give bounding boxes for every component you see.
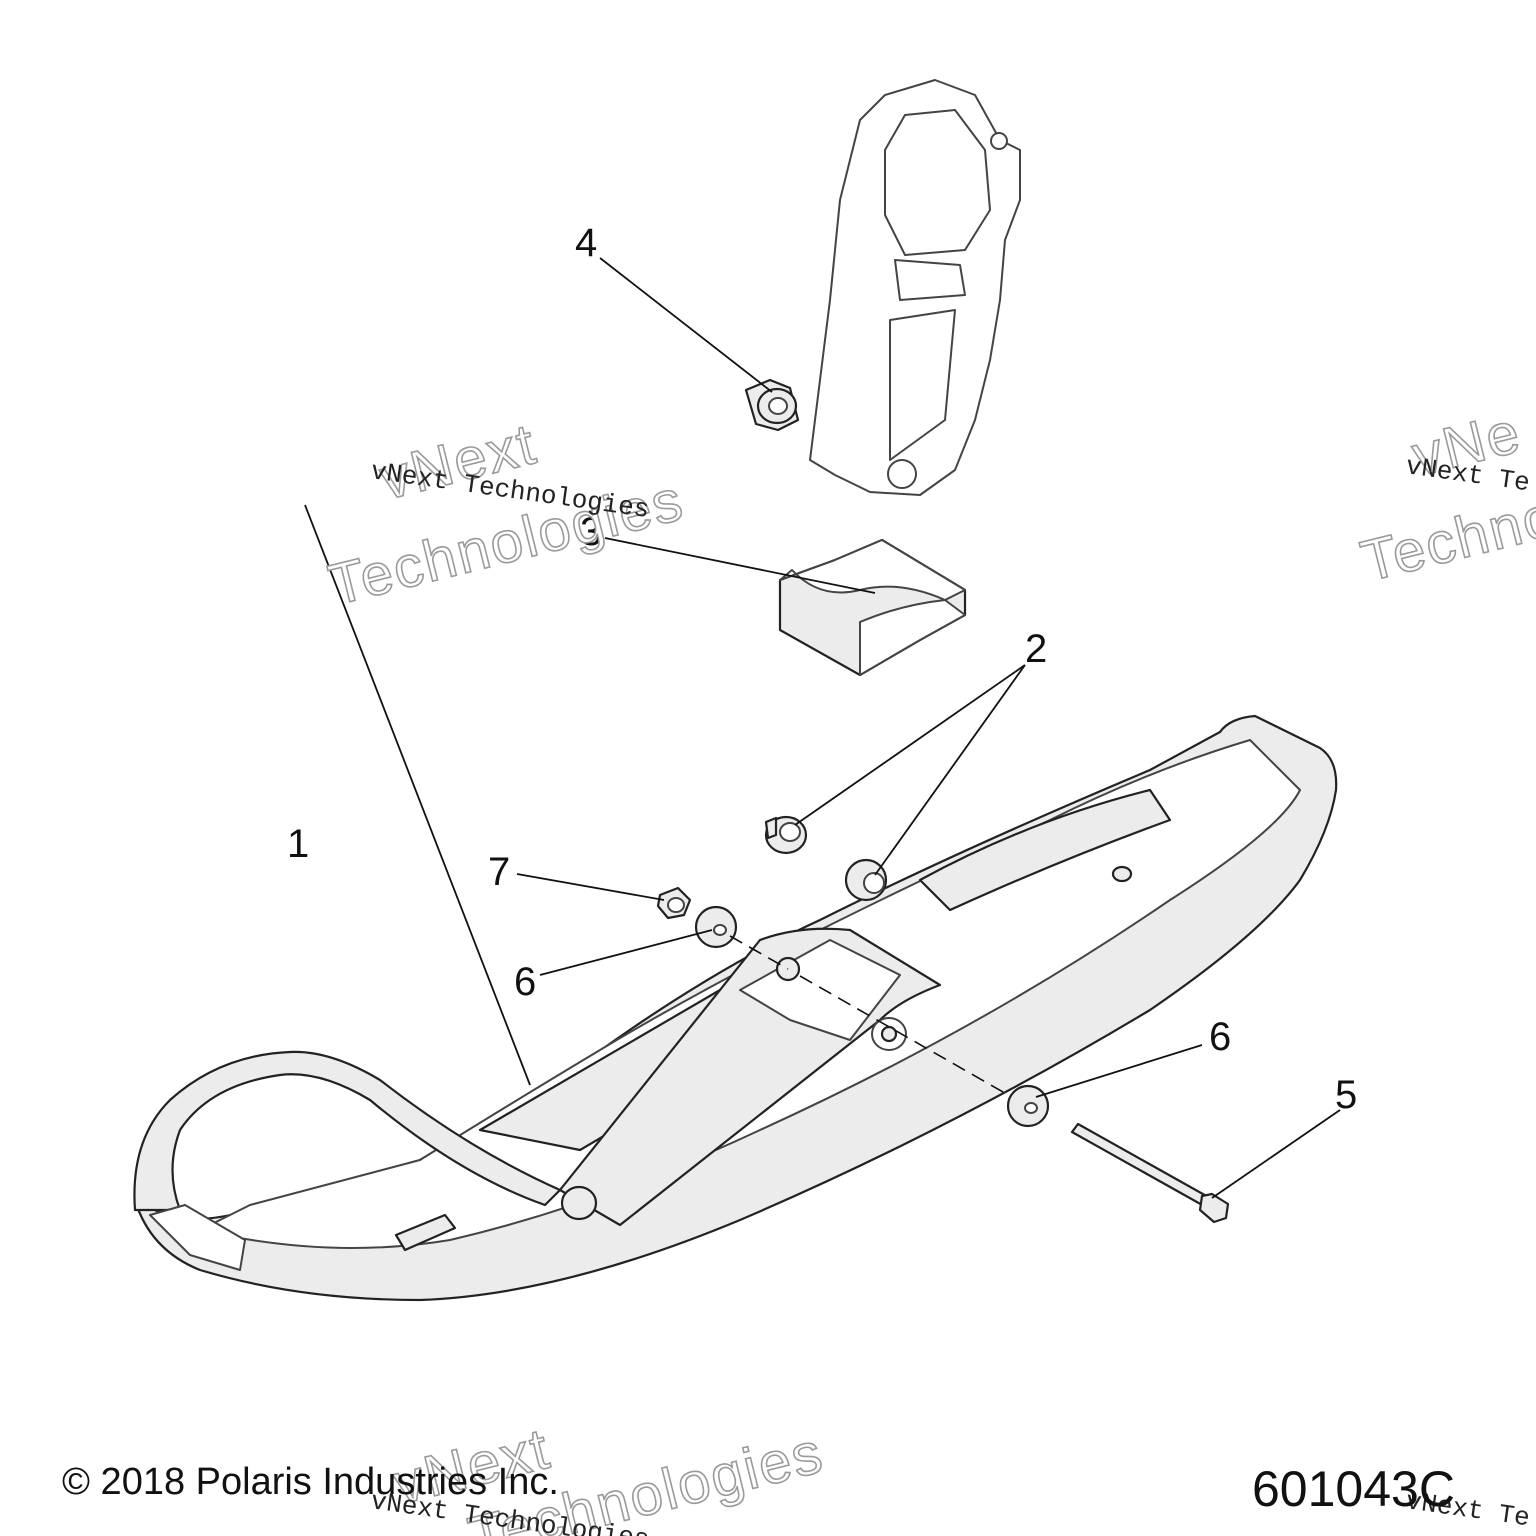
callout-4: 4 xyxy=(575,221,597,265)
diagram-number: 601043C xyxy=(1252,1461,1455,1517)
nut-part-7 xyxy=(656,886,692,920)
leader-2b xyxy=(874,664,1026,876)
leader-3 xyxy=(604,537,876,594)
assembly-axis-line xyxy=(729,935,789,970)
callout-1: 1 xyxy=(287,822,309,866)
washer-part-6-upper xyxy=(694,905,738,949)
assembly-axis-line xyxy=(799,975,1011,1097)
callout-6-upper: 6 xyxy=(514,960,536,1004)
leader-6-lower xyxy=(1035,1044,1203,1098)
block-part-3 xyxy=(778,538,967,677)
leader-7 xyxy=(516,873,665,901)
spindle-part xyxy=(809,79,1021,496)
bushing-part-2-b xyxy=(844,858,888,902)
bolt-part-5 xyxy=(1070,1122,1230,1224)
leader-1 xyxy=(304,504,531,1086)
leader-5 xyxy=(1211,1109,1341,1199)
ski-part-1 xyxy=(133,714,1338,1302)
callout-7: 7 xyxy=(488,850,510,894)
callout-6-lower: 6 xyxy=(1209,1015,1231,1059)
leader-6-upper xyxy=(539,929,713,976)
callout-2: 2 xyxy=(1025,627,1047,671)
leader-4 xyxy=(599,257,773,393)
callout-5: 5 xyxy=(1335,1073,1357,1117)
copyright-text: © 2018 Polaris Industries Inc. xyxy=(62,1461,559,1503)
watermark-right-line2: Techno xyxy=(1355,483,1536,594)
callout-3: 3 xyxy=(580,510,602,554)
leader-2a xyxy=(794,664,1026,826)
bushing-part-4 xyxy=(744,378,800,432)
washer-part-6-lower xyxy=(1006,1084,1050,1128)
leader-lines xyxy=(304,257,1341,1199)
bushing-part-2-a xyxy=(764,815,808,855)
